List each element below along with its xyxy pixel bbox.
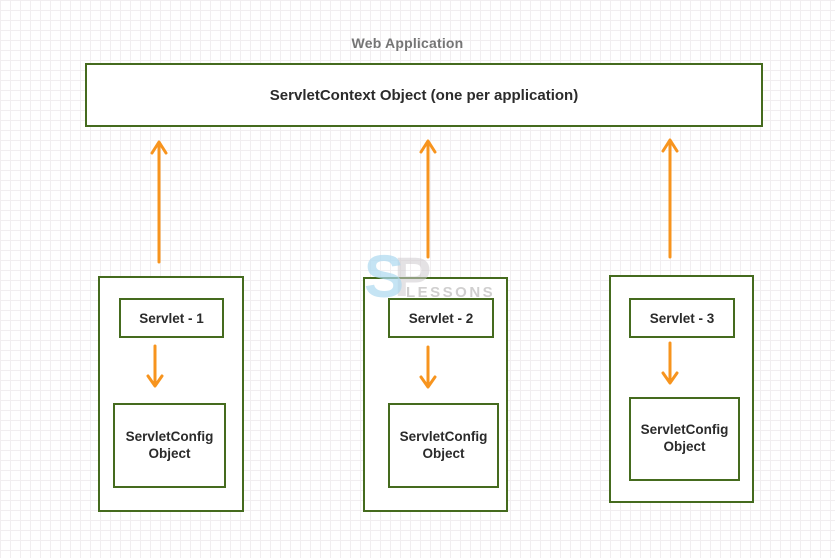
arrow-up-2 [419,139,437,259]
arrow-down-2 [419,345,437,389]
arrow-down-3 [661,341,679,385]
servletconfig-box-2: ServletConfig Object [388,403,499,488]
servlet-label-2: Servlet - 2 [408,310,474,326]
servletcontext-label: ServletContext Object (one per applicati… [269,86,579,104]
arrow-down-1 [146,344,164,388]
servlet-label-1: Servlet - 1 [139,310,204,326]
servletconfig-label-3: ServletConfig Object [640,422,729,454]
servletconfig-label-1: ServletConfig Object [125,428,214,461]
servletcontext-box: ServletContext Object (one per applicati… [85,63,763,127]
servlet-group-3: Servlet - 3 ServletConfig Object [609,275,754,503]
servlet-box-3: Servlet - 3 [629,298,735,338]
servlet-label-3: Servlet - 3 [649,310,715,326]
servlet-box-1: Servlet - 1 [119,298,224,338]
servlet-group-2: Servlet - 2 ServletConfig Object [363,277,508,512]
servlet-group-1: Servlet - 1 ServletConfig Object [98,276,244,512]
servletconfig-box-3: ServletConfig Object [629,397,740,481]
servlet-box-2: Servlet - 2 [388,298,494,338]
arrow-up-3 [661,138,679,259]
servletconfig-label-2: ServletConfig Object [399,428,488,461]
diagram-title: Web Application [351,35,464,51]
servletconfig-box-1: ServletConfig Object [113,403,226,488]
arrow-up-1 [150,140,168,264]
